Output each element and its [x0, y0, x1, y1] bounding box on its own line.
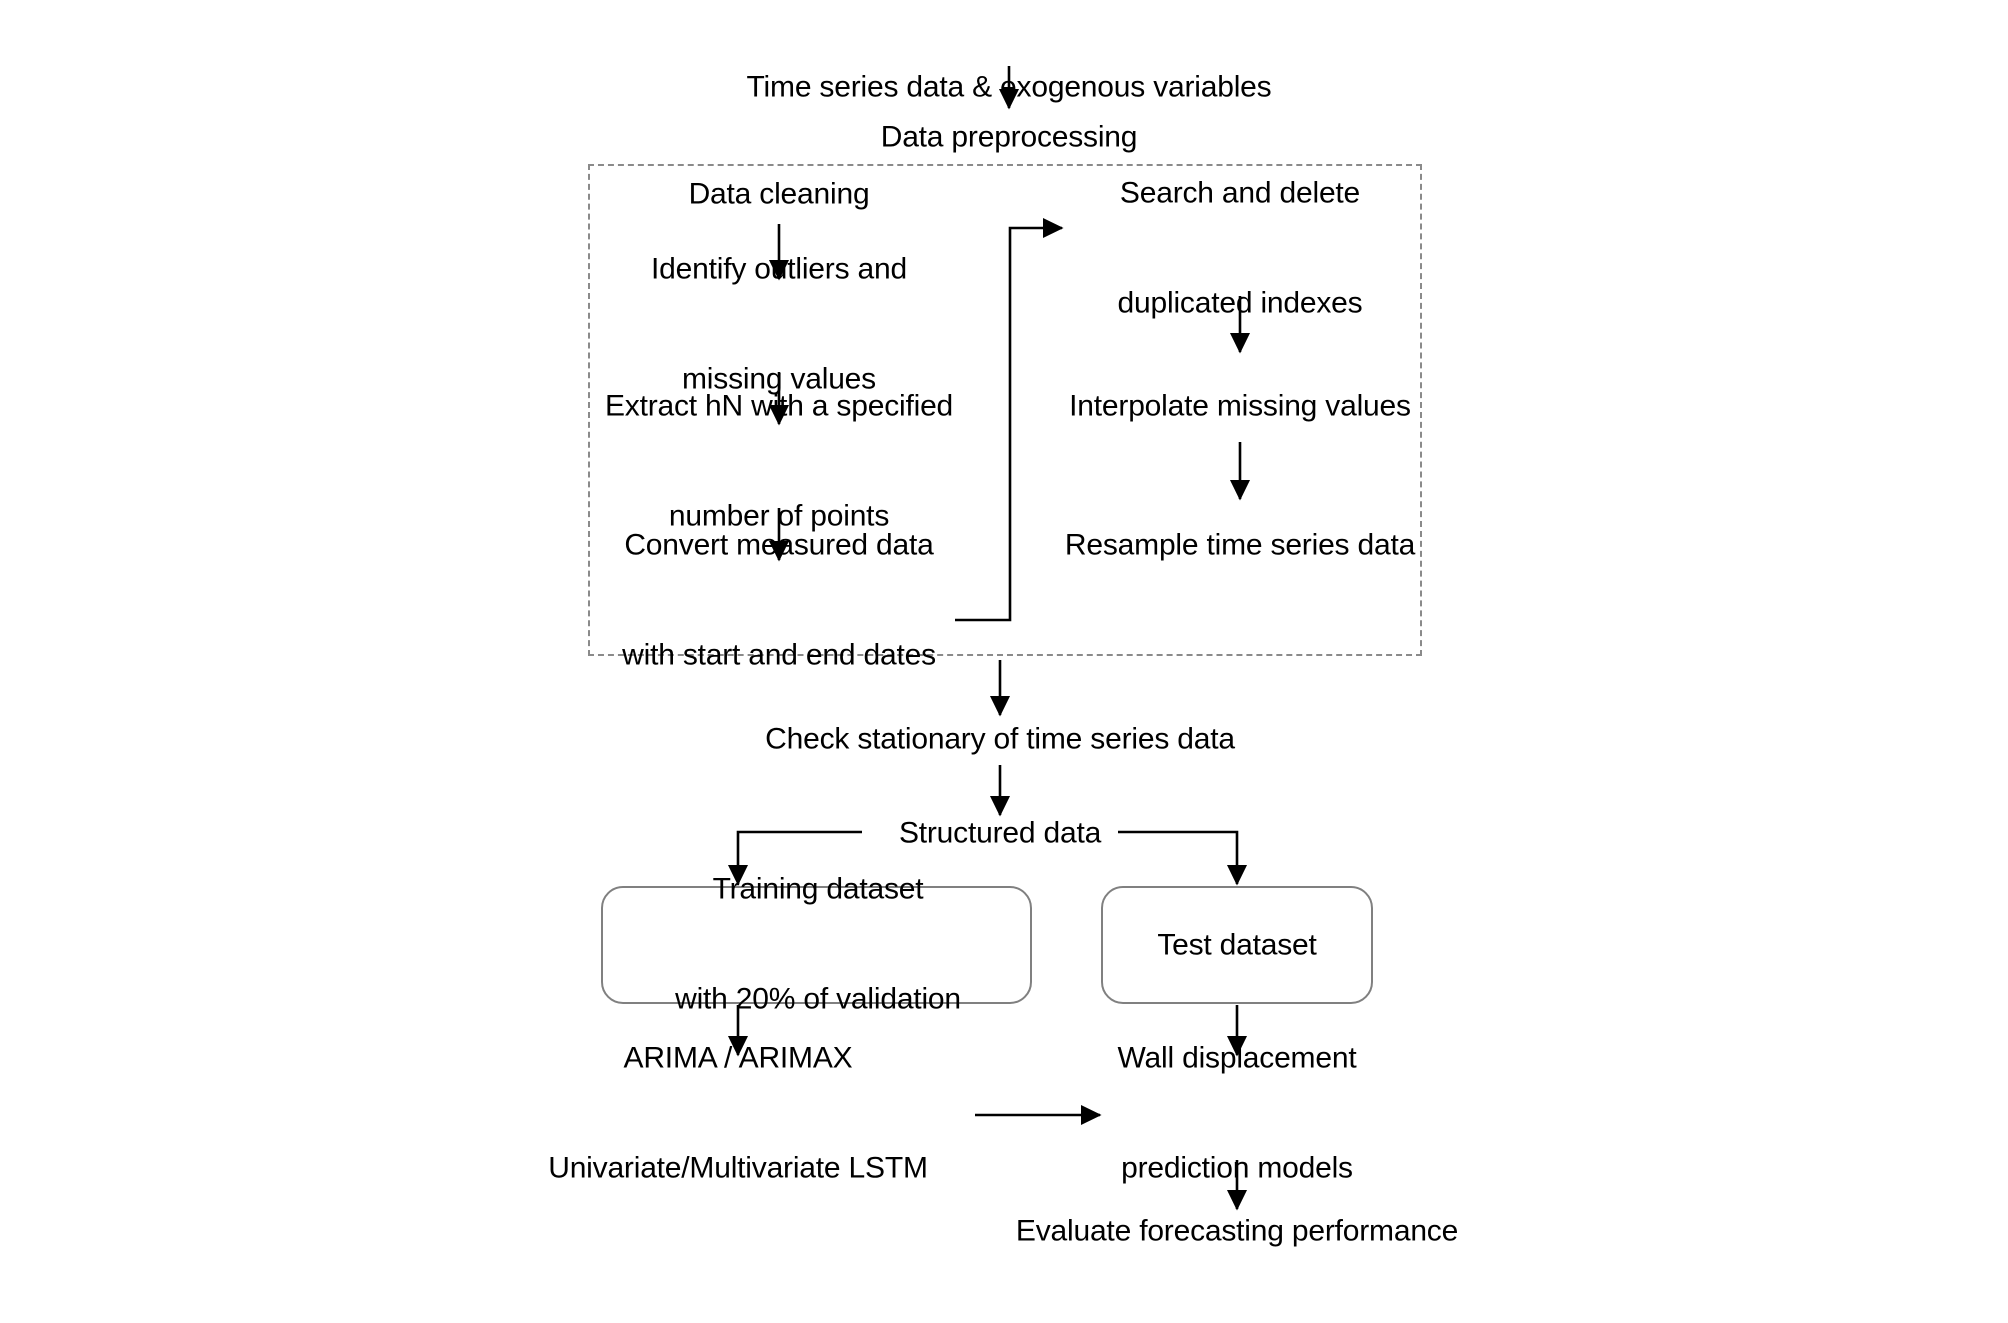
node-structured-data-label: Structured data [898, 816, 1102, 850]
node-training-dataset-line2: with 20% of validation [675, 982, 961, 1016]
node-resample-label: Resample time series data [1064, 528, 1416, 562]
node-resample: Resample time series data [1065, 455, 1415, 638]
node-evaluate: Evaluate forecasting performance [1016, 1141, 1458, 1323]
node-convert-measured: Convert measured data with start and end… [622, 455, 936, 748]
node-extract-hn-line1: Extract hN with a specified [604, 389, 954, 423]
test-dataset-box[interactable] [1101, 886, 1373, 1004]
node-data-cleaning: Data cleaning [689, 104, 870, 287]
node-prediction-models-line2: prediction models [1121, 1151, 1353, 1185]
node-check-stationary: Check stationary of time series data [765, 649, 1235, 832]
node-evaluate-label: Evaluate forecasting performance [1015, 1214, 1459, 1248]
node-prediction-models-line1: Wall displacement [1117, 1041, 1357, 1075]
node-convert-measured-line2: with start and end dates [622, 638, 936, 672]
node-check-stationary-label: Check stationary of time series data [765, 722, 1235, 756]
node-data-preprocessing: Data preprocessing [881, 47, 1138, 230]
node-interpolate-label: Interpolate missing values [1069, 389, 1411, 423]
node-models-line2: Univariate/Multivariate LSTM [548, 1151, 928, 1185]
node-search-delete-line2: duplicated indexes [1117, 286, 1363, 320]
training-dataset-box[interactable] [601, 886, 1032, 1004]
edge-structured-to-training [727, 830, 862, 886]
node-data-collection-line2: Time series data & exogenous variables [746, 70, 1272, 104]
node-structured-data: Structured data [899, 743, 1101, 926]
node-test-dataset-label: Test dataset [1157, 928, 1317, 962]
node-data-cleaning-label: Data cleaning [688, 177, 870, 211]
node-training-dataset: Training dataset with 20% of validation [675, 799, 961, 1092]
node-prediction-models: Wall displacement prediction models [1118, 968, 1357, 1261]
node-models-line1: ARIMA / ARIMAX [623, 1041, 853, 1075]
node-interpolate: Interpolate missing values [1069, 316, 1411, 499]
node-extract-hn: Extract hN with a specified number of po… [605, 316, 953, 609]
node-convert-measured-line1: Convert measured data [624, 528, 934, 562]
node-models: ARIMA / ARIMAX Univariate/Multivariate L… [548, 968, 928, 1261]
node-identify-outliers-line2: missing values [682, 362, 876, 396]
data-preprocessing-dashed-group [588, 164, 1422, 656]
flowchart-connectors [727, 66, 1251, 1211]
node-identify-outliers: Identify outliers and missing values [651, 179, 907, 472]
node-data-preprocessing-label: Data preprocessing [880, 120, 1138, 154]
node-search-delete-line1: Search and delete [1119, 176, 1361, 210]
node-test-dataset: Test dataset [1157, 855, 1317, 1038]
edge-convert-to-search [955, 217, 1064, 622]
node-extract-hn-line2: number of points [668, 499, 890, 533]
node-identify-outliers-line1: Identify outliers and [651, 252, 907, 286]
flowchart-canvas: Data collection Time series data & exoge… [548, 0, 1459, 1248]
node-search-delete: Search and delete duplicated indexes [1118, 103, 1363, 396]
edge-structured-to-test [1118, 830, 1248, 886]
node-training-dataset-line1: Training dataset [712, 872, 924, 906]
node-data-collection: Data collection Time series data & exoge… [747, 0, 1272, 179]
